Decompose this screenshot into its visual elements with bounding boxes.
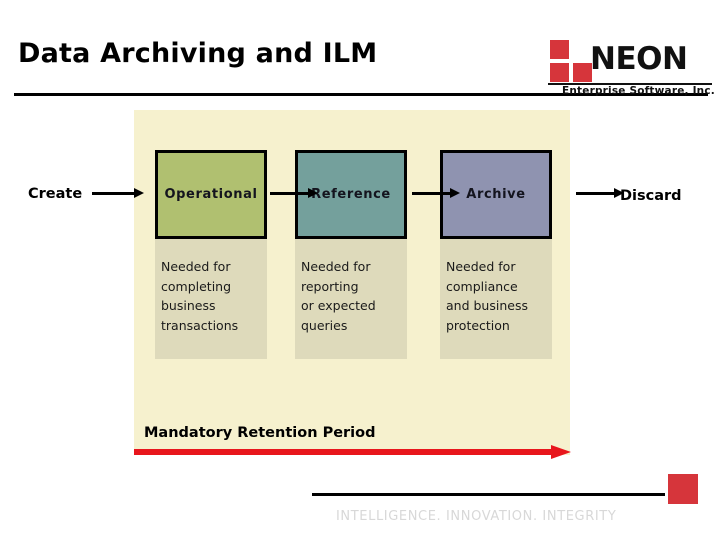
logo-wordmark: NEON (590, 41, 688, 77)
stage-description-operational: Needed for completing business transacti… (155, 239, 267, 359)
logo-tagline: Enterprise Software, Inc. (562, 85, 715, 97)
stage-label-operational: Operational (164, 187, 258, 202)
arrow-shaft (270, 192, 308, 195)
page-title: Data Archiving and ILM (18, 38, 378, 69)
title-divider (14, 93, 708, 96)
stage-description-archive: Needed for compliance and business prote… (440, 239, 552, 359)
stage-column-archive: Archive Needed for compliance and busine… (440, 150, 552, 359)
stage-column-reference: Reference Needed for reporting or expect… (295, 150, 407, 359)
arrow-right-icon-discard (576, 188, 624, 200)
footer-tagline: INTELLIGENCE. INNOVATION. INTEGRITY (336, 509, 617, 524)
logo-divider (548, 83, 712, 85)
retention-period-label: Mandatory Retention Period (144, 425, 376, 441)
arrow-shaft (92, 192, 134, 195)
footer-divider (312, 493, 665, 496)
arrow-head (450, 188, 460, 198)
logo-square-top-left (550, 40, 569, 59)
retention-period-arrow-icon (134, 445, 571, 459)
logo-mark-icon (548, 40, 592, 83)
arrow-right-icon-create (92, 188, 144, 200)
stage-column-operational: Operational Needed for completing busine… (155, 150, 267, 359)
logo-square-bottom-left (550, 63, 569, 82)
stage-box-operational[interactable]: Operational (155, 150, 267, 239)
arrow-shaft (576, 192, 614, 195)
arrow-shaft (134, 449, 552, 455)
arrow-shaft (412, 192, 450, 195)
arrow-head (614, 188, 624, 198)
arrow-head (134, 188, 144, 198)
footer-accent-square (668, 474, 698, 504)
neon-logo: NEON Enterprise Software, Inc. (548, 38, 715, 98)
stage-label-reference: Reference (311, 187, 391, 202)
arrow-head (551, 445, 571, 459)
stage-description-reference: Needed for reporting or expected queries (295, 239, 407, 359)
logo-square-bottom-right (573, 63, 592, 82)
flow-label-create: Create (28, 186, 83, 202)
arrow-right-icon-operational-to-reference (270, 188, 318, 200)
arrow-head (308, 188, 318, 198)
flow-label-discard: Discard (620, 188, 682, 204)
arrow-right-icon-reference-to-archive (412, 188, 460, 200)
stage-label-archive: Archive (466, 187, 526, 202)
